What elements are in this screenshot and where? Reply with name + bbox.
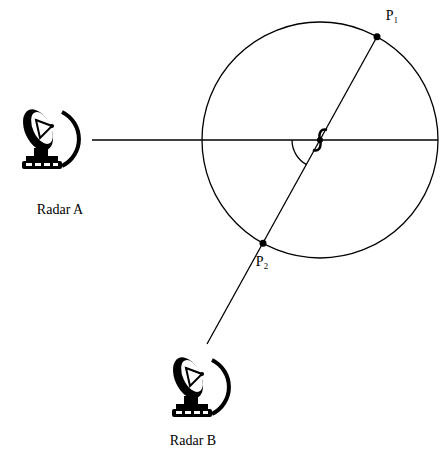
radar-a-icon — [17, 105, 79, 169]
point-label: P₂ — [256, 255, 269, 269]
radar-label: Radar A — [37, 203, 83, 217]
point-p1 — [374, 33, 381, 40]
baseline-b — [207, 37, 377, 344]
point-label: P₁ — [386, 9, 399, 23]
radar-label: Radar B — [170, 434, 216, 448]
hurricane-symbol — [313, 129, 327, 150]
point-p2 — [260, 240, 267, 247]
storm-circle — [202, 22, 438, 258]
baseline-a — [92, 139, 438, 140]
angle-arc — [292, 140, 307, 165]
radar-b-icon — [167, 353, 229, 417]
